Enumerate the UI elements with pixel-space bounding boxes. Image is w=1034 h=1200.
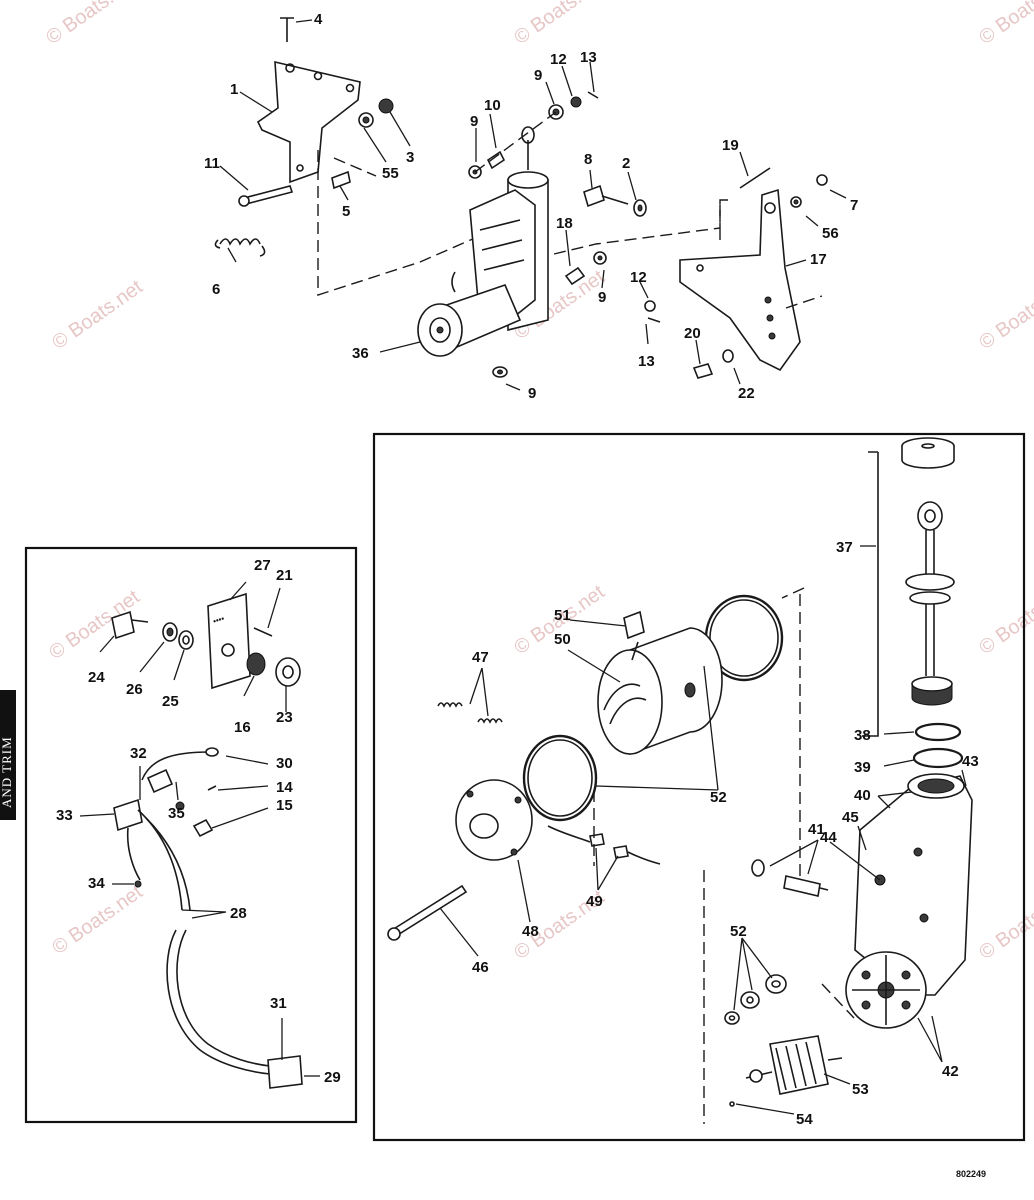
watermark: © Boats.net	[510, 0, 609, 49]
callout-6: 6	[212, 281, 220, 298]
watermark: © Boats.net	[975, 0, 1034, 49]
callout-8: 8	[584, 151, 592, 168]
callout-51: 51	[554, 607, 571, 624]
callout-16: 16	[234, 719, 251, 736]
callout-7: 7	[850, 197, 858, 214]
callout-52-lower: 52	[730, 923, 747, 940]
callout-3: 3	[406, 149, 414, 166]
callout-27: 27	[254, 557, 271, 574]
callout-9-left: 9	[470, 113, 478, 130]
wiring-kit-frame	[24, 546, 358, 1124]
callout-20: 20	[684, 325, 701, 342]
top-assembly	[214, 17, 828, 379]
callout-46: 46	[472, 959, 489, 976]
callout-55: 55	[382, 165, 399, 182]
callout-53: 53	[852, 1081, 869, 1098]
callout-22: 22	[738, 385, 755, 402]
watermark: © Boats.net	[48, 881, 147, 959]
pump-motor-assembly	[417, 126, 549, 357]
callout-47: 47	[472, 649, 489, 666]
callout-26: 26	[126, 681, 143, 698]
trim-bracket	[679, 188, 801, 372]
callout-31: 31	[270, 995, 287, 1012]
callout-54: 54	[796, 1111, 813, 1128]
side-section-tab: AND TRIM	[0, 690, 16, 820]
callout-41: 41	[808, 821, 825, 838]
callout-40: 40	[854, 787, 871, 804]
drawing-number: 802249	[956, 1169, 986, 1179]
callout-9-right: 9	[598, 289, 606, 306]
leader-lines	[79, 19, 967, 1115]
watermark: © Boats.net	[975, 581, 1034, 659]
callout-32: 32	[130, 745, 147, 762]
callout-13-top: 13	[580, 49, 597, 66]
mounting-bracket	[256, 60, 361, 184]
callout-28: 28	[230, 905, 247, 922]
callout-52-center: 52	[710, 789, 727, 806]
callout-35: 35	[168, 805, 185, 822]
callout-14: 14	[276, 779, 293, 796]
callout-13-right: 13	[638, 353, 655, 370]
callout-56: 56	[822, 225, 839, 242]
callout-18: 18	[556, 215, 573, 232]
watermark: © Boats.net	[975, 276, 1034, 354]
callout-33: 33	[56, 807, 73, 824]
callout-12-right: 12	[630, 269, 647, 286]
svg-text:▪▪▪▪: ▪▪▪▪	[212, 614, 226, 626]
callout-labels: 1 2 3 4 5 6 7 8 9 9 9 9 10 11 12 12 13 1…	[56, 11, 979, 1128]
callout-30: 30	[276, 755, 293, 772]
callout-39: 39	[854, 759, 871, 776]
callout-9-top: 9	[534, 67, 542, 84]
callout-50: 50	[554, 631, 571, 648]
callout-25: 25	[162, 693, 179, 710]
watermark: © Boats.net	[48, 276, 147, 354]
callout-24: 24	[88, 669, 105, 686]
callout-29: 29	[324, 1069, 341, 1086]
callout-4: 4	[314, 11, 323, 28]
motor-components-frame	[372, 432, 1026, 1142]
callout-38: 38	[854, 727, 871, 744]
callout-2: 2	[622, 155, 630, 172]
callout-17: 17	[810, 251, 827, 268]
callout-9-bottom: 9	[528, 385, 536, 402]
callout-1: 1	[230, 81, 238, 98]
callout-23: 23	[276, 709, 293, 726]
callout-37: 37	[836, 539, 853, 556]
callout-15: 15	[276, 797, 293, 814]
callout-48: 48	[522, 923, 539, 940]
callout-36: 36	[352, 345, 369, 362]
wiring-kit: ▪▪▪▪	[111, 592, 303, 1089]
callout-5: 5	[342, 203, 350, 220]
callout-10: 10	[484, 97, 501, 114]
callout-44: 44	[820, 829, 837, 846]
callout-45: 45	[842, 809, 859, 826]
callout-43: 43	[962, 753, 979, 770]
watermark: © Boats.net	[975, 886, 1034, 964]
callout-42: 42	[942, 1063, 959, 1080]
watermark: © Boats.net	[42, 0, 141, 49]
callout-21: 21	[276, 567, 293, 584]
side-tab-label: AND TRIM	[0, 736, 14, 808]
motor-components	[387, 437, 973, 1124]
callout-34: 34	[88, 875, 105, 892]
callout-19: 19	[722, 137, 739, 154]
callout-11: 11	[204, 155, 220, 172]
callout-12-top: 12	[550, 51, 567, 68]
callout-49: 49	[586, 893, 603, 910]
